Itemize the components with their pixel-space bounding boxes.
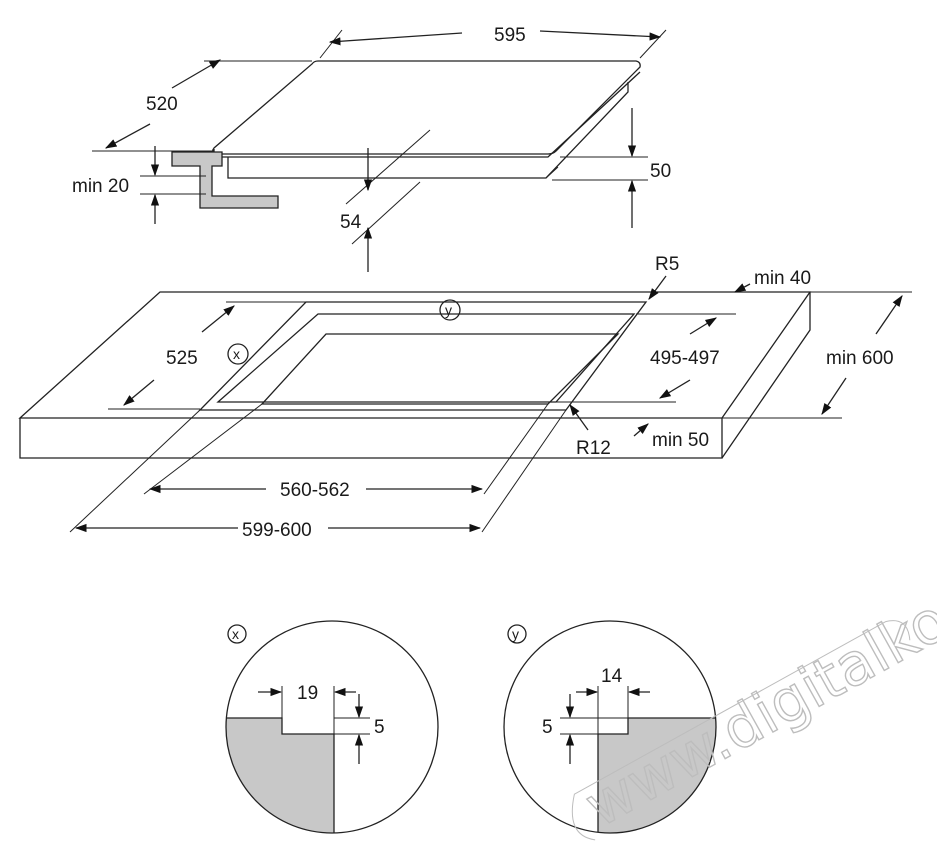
- detail-y-depth-label: 5: [542, 717, 553, 738]
- hob-body: [227, 82, 629, 179]
- worktop-profile: [171, 151, 279, 209]
- marker-y-letter: y: [445, 302, 452, 318]
- inner-depth-label: 495-497: [650, 348, 720, 369]
- cutout-width-label: 599-600: [242, 520, 312, 541]
- detail-y-circle: [503, 620, 717, 834]
- hob-height-label: 50: [650, 161, 671, 182]
- detail-y-marker: y: [512, 626, 519, 642]
- cutout-outer: [198, 301, 648, 411]
- detail-x-width-label: 19: [297, 683, 318, 704]
- hob-glass-top: [212, 60, 641, 155]
- worktop-depth-label: min 600: [826, 348, 894, 369]
- detail-x-circle: [225, 620, 439, 834]
- detail-x-marker: x: [232, 626, 239, 642]
- hob-depth-label: 520: [146, 94, 178, 115]
- detail-x: x 19 5: [225, 620, 439, 834]
- hob-clearance-label: min 20: [72, 176, 129, 197]
- hob-width-label: 595: [494, 25, 526, 46]
- back-margin-label: min 40: [754, 268, 811, 289]
- detail-y-width-label: 14: [601, 666, 623, 687]
- marker-x-letter: x: [233, 346, 240, 362]
- cutout-depth-label: 525: [166, 348, 198, 369]
- marker-y: [439, 299, 461, 321]
- hob-glass-edge: [213, 71, 641, 158]
- detail-x-marker-circle: [227, 624, 247, 644]
- hob-drawing: 595 520 min 20 50 54: [72, 25, 671, 272]
- worktop-front-face: [19, 418, 723, 459]
- marker-x: [227, 343, 249, 365]
- radius-large-label: R12: [576, 438, 611, 459]
- watermark: www.digitalko.hu: [571, 541, 937, 841]
- thickness-label: min 50: [652, 430, 709, 451]
- detail-y-marker-circle: [507, 624, 527, 644]
- radius-small-label: R5: [655, 254, 679, 275]
- worktop-side-face: [721, 292, 811, 459]
- cutout-hole: [260, 333, 620, 405]
- hob-under-label: 54: [340, 212, 362, 233]
- detail-x-depth-label: 5: [374, 717, 385, 738]
- worktop-drawing: y x R5 min 40 525 495-497 min 600 R12 mi…: [18, 254, 912, 541]
- inner-width-label: 560-562: [280, 480, 350, 501]
